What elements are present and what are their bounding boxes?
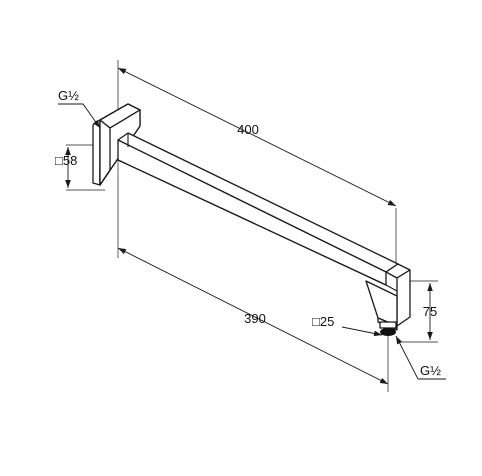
dimension-lines xyxy=(65,67,433,385)
dimension-line-390 xyxy=(117,247,389,385)
dimension-line-400 xyxy=(117,67,397,207)
label-tube-25: □25 xyxy=(312,314,334,329)
dimension-line-25 xyxy=(341,326,383,337)
label-thread-outlet: G½ xyxy=(420,363,441,378)
outlet-nipple xyxy=(379,321,397,336)
label-thread-wall: G½ xyxy=(58,88,79,103)
label-length-390: 390 xyxy=(244,311,266,326)
shower-arm-tube xyxy=(117,132,399,286)
label-height-75: 75 xyxy=(423,304,437,319)
leader-lines xyxy=(58,103,446,380)
label-flange-58: □58 xyxy=(55,153,77,168)
label-length-400: 400 xyxy=(237,122,259,137)
arm-elbow xyxy=(365,263,411,331)
